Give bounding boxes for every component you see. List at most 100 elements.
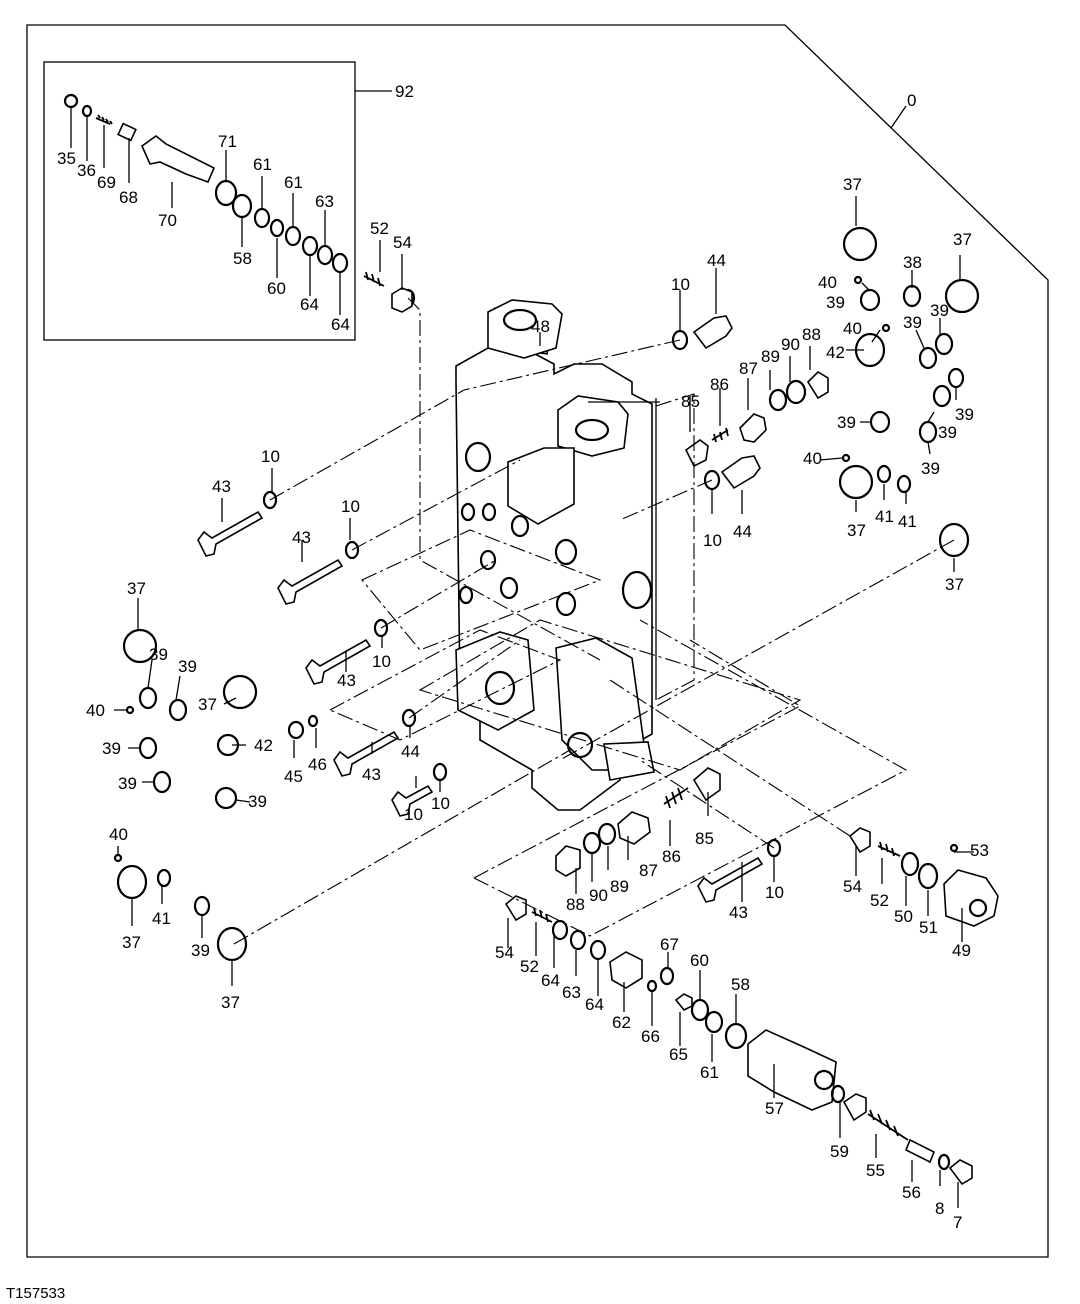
callout-37-d: 37 <box>945 575 964 594</box>
callout-61b: 61 <box>284 173 303 192</box>
callout-39-f: 39 <box>837 413 856 432</box>
callout-89-top: 89 <box>761 347 780 366</box>
callout-37-c: 37 <box>847 521 866 540</box>
callout-86-top: 86 <box>710 375 729 394</box>
callout-39-c: 39 <box>930 301 949 320</box>
callout-56: 56 <box>902 1183 921 1202</box>
callout-61a: 61 <box>253 155 272 174</box>
inset-box-92 <box>43 61 356 341</box>
callout-67: 67 <box>660 935 679 954</box>
lower-parts <box>504 767 999 1186</box>
callout-65: 65 <box>669 1045 688 1064</box>
callout-51: 51 <box>919 918 938 937</box>
assembly-frame <box>26 24 1049 1258</box>
callout-8: 8 <box>935 1199 944 1218</box>
callout-48: 48 <box>531 317 550 336</box>
callout-64a: 64 <box>300 295 319 314</box>
callout-52-bottom: 52 <box>520 957 539 976</box>
callout-63: 63 <box>315 192 334 211</box>
callout-61-c: 61 <box>700 1063 719 1082</box>
callout-85-bottom: 85 <box>695 829 714 848</box>
part-61a-icon <box>253 207 271 229</box>
assembly-lines <box>233 297 955 945</box>
left-bolts <box>197 490 448 817</box>
callout-39-k: 39 <box>118 774 137 793</box>
callout-49: 49 <box>952 941 971 960</box>
part-63-icon <box>316 244 334 266</box>
callout-60-b: 60 <box>690 951 709 970</box>
part-58-icon <box>231 193 253 219</box>
callout-50: 50 <box>894 907 913 926</box>
callout-53: 53 <box>970 841 989 860</box>
callout-44-mid: 44 <box>733 522 752 541</box>
callout-87-top: 87 <box>739 359 758 378</box>
part-64a-icon <box>301 235 319 257</box>
callout-58-b: 58 <box>731 975 750 994</box>
callout-leaders <box>114 196 974 1208</box>
callout-52-top: 52 <box>370 219 389 238</box>
callout-70: 70 <box>158 211 177 230</box>
callout-40-c: 40 <box>803 449 822 468</box>
callout-68: 68 <box>119 188 138 207</box>
part-70-icon <box>141 134 216 184</box>
callout-39-h: 39 <box>149 645 168 664</box>
callout-39-g: 39 <box>921 459 940 478</box>
callout-43-d: 43 <box>362 765 381 784</box>
callout-35: 35 <box>57 149 76 168</box>
callout-90-top: 90 <box>781 335 800 354</box>
callout-71: 71 <box>218 132 237 151</box>
callout-54-top: 54 <box>393 233 412 252</box>
callout-57: 57 <box>765 1099 784 1118</box>
part-64b-icon <box>331 252 349 274</box>
callout-10-top: 10 <box>671 275 690 294</box>
callout-39-m: 39 <box>191 941 210 960</box>
callout-89-bottom: 89 <box>610 877 629 896</box>
right-orings <box>838 226 980 558</box>
callout-39-e: 39 <box>938 423 957 442</box>
callout-45: 45 <box>284 767 303 786</box>
callout-39-a: 39 <box>826 293 845 312</box>
left-orings <box>113 628 258 962</box>
callout-64b: 64 <box>331 315 350 334</box>
callout-37-g: 37 <box>122 933 141 952</box>
callout-92: 92 <box>395 82 414 101</box>
callout-43-bottom: 43 <box>729 903 748 922</box>
callout-10-d: 44 <box>401 742 420 761</box>
callout-labels: 0 92 35 36 69 68 70 71 58 61 61 60 63 64… <box>57 82 989 1232</box>
part-35-icon <box>63 93 79 109</box>
callout-39-j: 39 <box>102 739 121 758</box>
inset-leaders <box>70 108 341 315</box>
callout-85-top: 85 <box>681 392 700 411</box>
callout-46: 46 <box>308 755 327 774</box>
callout-41-c: 41 <box>152 909 171 928</box>
callout-88-top: 88 <box>802 325 821 344</box>
inset-parts <box>63 93 349 315</box>
callout-39-i: 39 <box>178 657 197 676</box>
callout-40-d: 40 <box>86 701 105 720</box>
callout-10-mid: 10 <box>703 531 722 550</box>
leader-0 <box>890 105 907 129</box>
callout-63-b: 63 <box>562 983 581 1002</box>
callout-7: 7 <box>953 1213 962 1232</box>
callout-10-b: 10 <box>341 497 360 516</box>
callout-87-bottom: 87 <box>639 861 658 880</box>
callout-59: 59 <box>830 1142 849 1161</box>
callout-39-l: 39 <box>248 792 267 811</box>
callout-10-a: 10 <box>261 447 280 466</box>
callout-64-c: 64 <box>541 971 560 990</box>
part-36-icon <box>81 104 93 118</box>
callout-88-bottom: 88 <box>566 895 585 914</box>
callout-40-b: 40 <box>843 319 862 338</box>
callout-10-c: 10 <box>372 652 391 671</box>
callout-43-b: 43 <box>292 528 311 547</box>
part-68-icon <box>117 122 137 142</box>
callout-90-bottom: 90 <box>589 886 608 905</box>
callout-37-e: 37 <box>127 579 146 598</box>
part-61b-icon <box>284 225 302 247</box>
callout-41-b: 41 <box>898 512 917 531</box>
callout-60: 60 <box>267 279 286 298</box>
callout-10-bottom: 10 <box>765 883 784 902</box>
callout-64-d: 64 <box>585 995 604 1014</box>
callout-38: 38 <box>903 253 922 272</box>
